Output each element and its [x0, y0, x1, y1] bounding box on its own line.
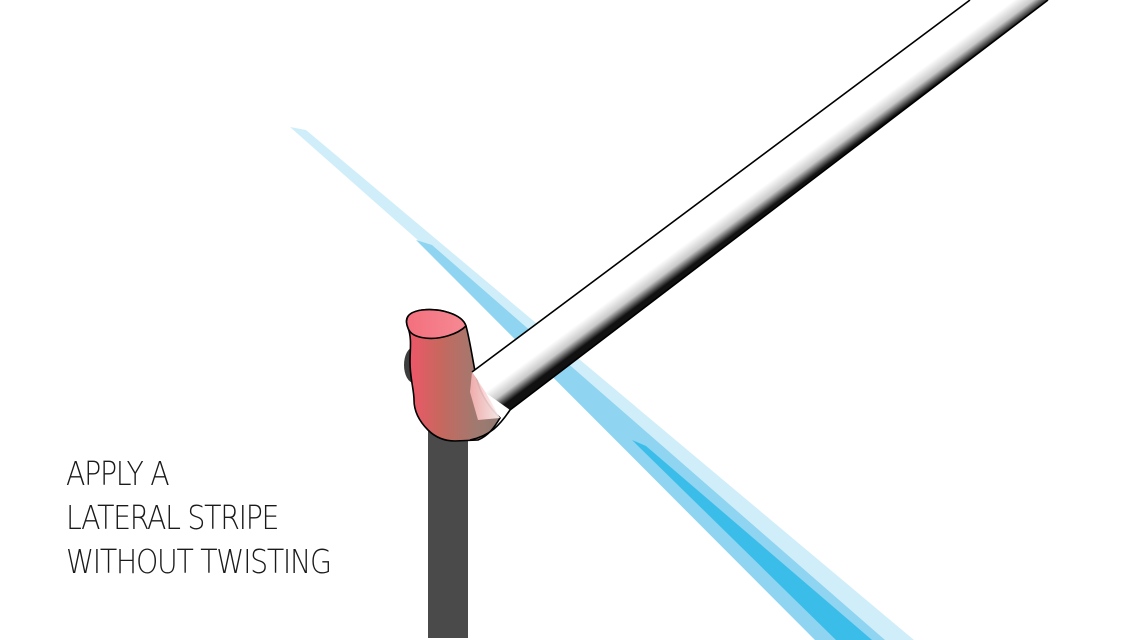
caption-line-1: APPLY A — [66, 454, 170, 493]
instruction-caption: APPLY A LATERAL STRIPE WITHOUT TWISTING — [66, 452, 332, 584]
stripe-outer-band — [290, 127, 914, 640]
marker-stick — [428, 425, 468, 638]
marker-icon — [404, 308, 502, 638]
marker-tip-top — [405, 308, 467, 340]
stripe-icon — [290, 127, 914, 640]
caption-line-3: WITHOUT TWISTING — [66, 542, 332, 581]
applicator-tube — [472, 0, 1048, 410]
tube-icon — [469, 0, 1049, 441]
stripe-core-band — [632, 440, 872, 640]
caption-line-2: LATERAL STRIPE — [66, 498, 279, 537]
tube-outline — [469, 0, 1049, 441]
tube-joint-glow — [470, 372, 500, 420]
